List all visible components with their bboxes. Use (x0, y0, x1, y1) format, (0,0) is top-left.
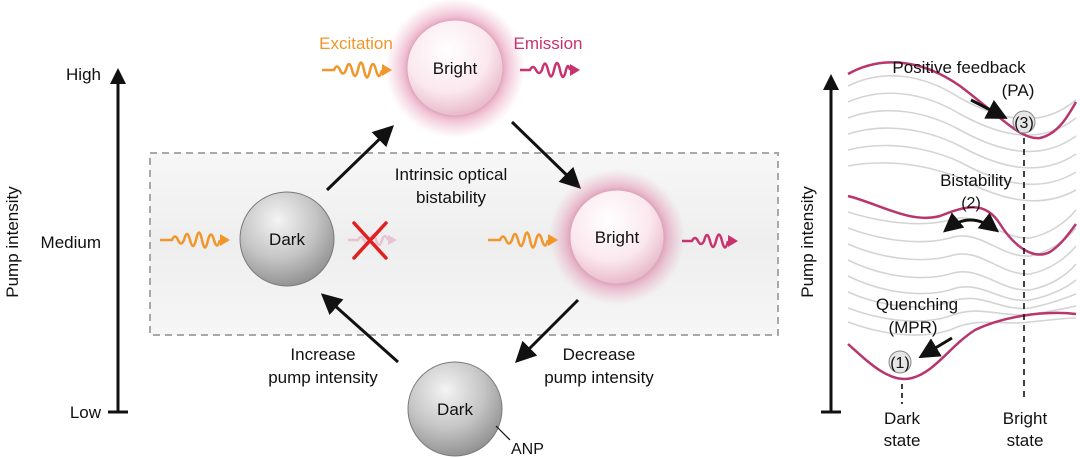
emission-label: Emission (514, 34, 583, 53)
right-axis: Pump intensity (798, 74, 841, 414)
bistability-double-arrow (942, 212, 1000, 233)
curve-low (847, 311, 1077, 381)
arrow-bright-to-bottom-dark (515, 298, 580, 363)
arrow-bottom-dark-to-dark (320, 293, 399, 364)
anp-pointer (495, 425, 511, 441)
bottom-dark-sphere (407, 361, 503, 457)
right-bright-label: Bright (595, 228, 640, 247)
decrease-label-line1: Decrease (563, 345, 636, 364)
top-bright-label: Bright (433, 59, 478, 78)
potential-curves-grey (847, 75, 1077, 336)
increase-label-line2: pump intensity (268, 368, 378, 387)
anp-label: ANP (511, 441, 544, 458)
emission-wave-top (520, 61, 580, 79)
excitation-label: Excitation (319, 34, 393, 53)
arrow-dark-to-top-bright (325, 125, 395, 192)
arrow-top-bright-to-bright (510, 120, 582, 189)
decrease-label-line2: pump intensity (544, 368, 654, 387)
positive-feedback-label: Positive feedback (892, 58, 1026, 77)
quenching-label: Quenching (876, 295, 958, 314)
left-dark-sphere (239, 191, 335, 287)
step3-label: (3) (1014, 115, 1034, 132)
step3-marker (1012, 110, 1036, 134)
bistability-caption-line2: bistability (416, 188, 486, 207)
emission-wave-right (682, 233, 738, 249)
cycle-arrows (320, 120, 582, 364)
step1-label: (1) (890, 355, 910, 372)
mpr-label: (MPR) (888, 318, 937, 337)
right-axis-title: Pump intensity (798, 186, 817, 298)
step2-label: (2) (961, 195, 981, 212)
top-bright-sphere (406, 19, 504, 117)
bright-state-label-line2: state (1007, 431, 1044, 450)
level-high-label: High (66, 65, 101, 84)
left-axis-title: Pump intensity (3, 186, 22, 298)
pa-label: (PA) (1002, 81, 1035, 100)
left-dark-label: Dark (269, 230, 305, 249)
left-axis: Pump intensity High Medium Low (3, 65, 128, 422)
excitation-wave-top (322, 61, 392, 79)
mpr-arrow (918, 336, 953, 359)
excitation-wave-left (160, 231, 230, 249)
step1-marker (888, 350, 912, 374)
right-bright-sphere (569, 189, 665, 285)
bistability-label: Bistability (940, 171, 1012, 190)
level-low-label: Low (70, 403, 102, 422)
pa-arrow (970, 98, 1008, 119)
bistability-caption-line1: Intrinsic optical (395, 165, 507, 184)
excitation-wave-right (488, 231, 558, 249)
bright-state-label-line1: Bright (1003, 409, 1048, 428)
dark-state-label-line2: state (884, 431, 921, 450)
level-medium-label: Medium (41, 233, 101, 252)
increase-label-line1: Increase (290, 345, 355, 364)
dark-state-label-line1: Dark (884, 409, 920, 428)
blocked-x-icon (352, 221, 388, 260)
bottom-dark-label: Dark (437, 400, 473, 419)
